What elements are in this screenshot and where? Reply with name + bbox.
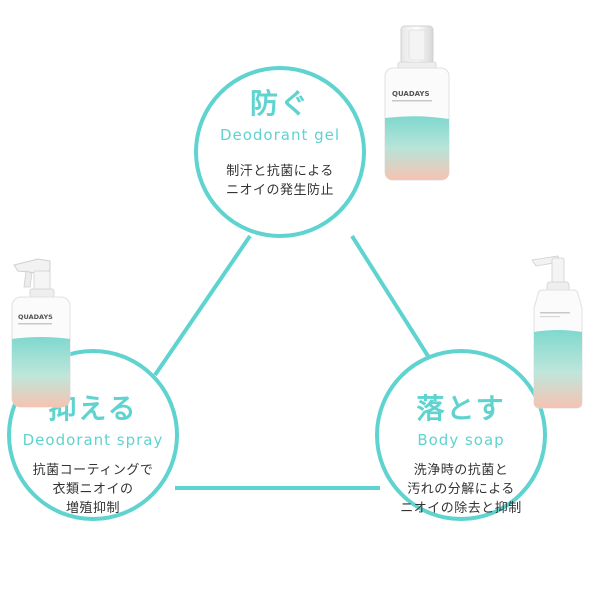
desc-line: 洗浄時の抗菌と (413, 463, 509, 478)
benefit-title: 落とす (416, 392, 506, 425)
benefit-description: 制汗と抗菌による ニオイの発生防止 (198, 162, 362, 200)
product-brand: QUADAYS (18, 313, 53, 321)
desc-line: 汚れの分解による (407, 482, 515, 497)
desc-line: ニオイの除去と抑制 (400, 501, 522, 516)
benefit-title: 防ぐ (249, 87, 310, 120)
body-soap-bottle-image (531, 255, 583, 409)
deodorant-gel-bottle-image: QUADAYS (384, 25, 450, 181)
desc-line: ニオイの発生防止 (225, 183, 334, 198)
deodorant-spray-bottle-image: QUADAYS (11, 258, 71, 408)
benefit-circle-prevent: 防ぐ Deodorant gel 制汗と抗菌による ニオイの発生防止 (194, 66, 366, 238)
desc-line: 増殖抑制 (65, 501, 120, 516)
desc-line: 制汗と抗菌による (226, 164, 334, 179)
desc-line: 抗菌コーティングで (32, 463, 154, 478)
benefit-subtitle: Deodorant gel (219, 126, 341, 144)
connector-top-right (350, 234, 442, 377)
benefit-circle-remove: 落とす Body soap 洗浄時の抗菌と 汚れの分解による ニオイの除去と抑制 (375, 349, 547, 521)
benefit-subtitle: Body soap (417, 431, 505, 449)
product-brand: QUADAYS (392, 90, 430, 98)
benefit-description: 洗浄時の抗菌と 汚れの分解による ニオイの除去と抑制 (379, 461, 543, 518)
connector-top-left (153, 234, 252, 377)
desc-line: 衣類ニオイの (52, 482, 134, 497)
benefit-subtitle: Deodorant spray (22, 431, 164, 449)
benefit-description: 抗菌コーティングで 衣類ニオイの 増殖抑制 (11, 461, 175, 518)
